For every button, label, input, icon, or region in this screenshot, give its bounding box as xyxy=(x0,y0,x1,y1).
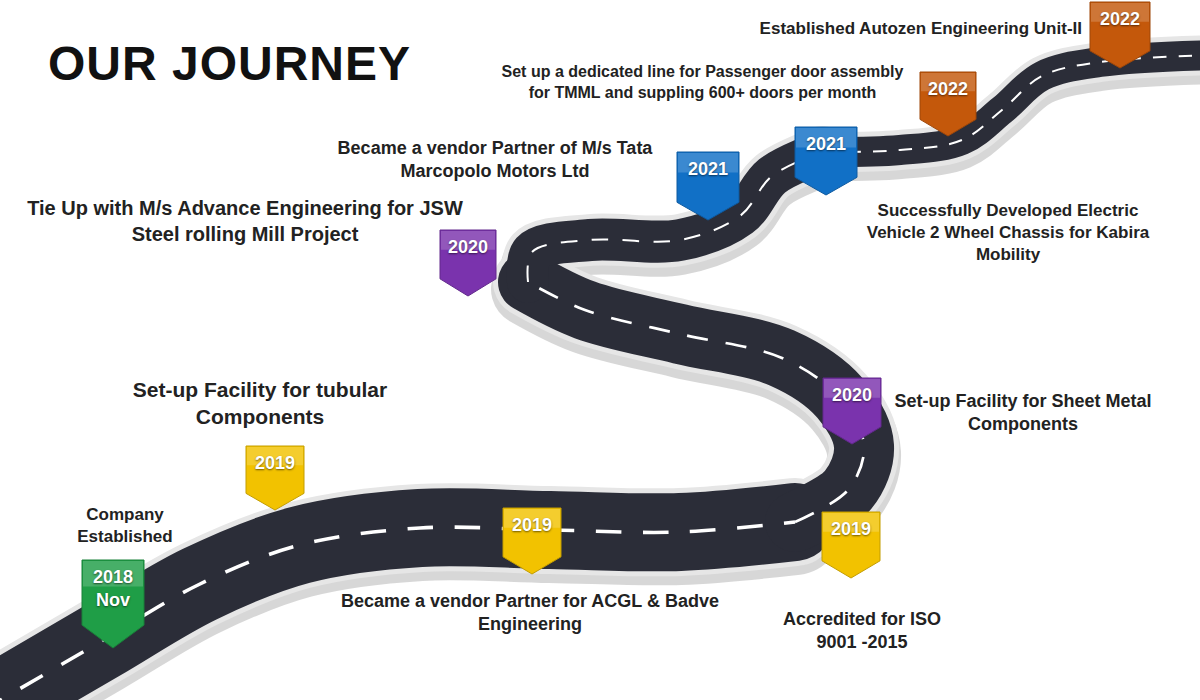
badge-pentagon xyxy=(503,508,561,574)
badge-pentagon xyxy=(246,446,304,510)
milestone-badge: 2019Set-up Facility for tubular Componen… xyxy=(246,446,304,510)
badge-pentagon xyxy=(440,230,496,296)
milestone-description: Set-up Facility for Sheet Metal Componen… xyxy=(892,390,1154,437)
road-asphalt xyxy=(528,282,864,522)
milestone-description: Became a vendor Partner for ACGL & Badve… xyxy=(335,590,725,637)
road-surface xyxy=(0,55,1200,700)
milestone-badge: 2020Tie Up with M/s Advance Engineering … xyxy=(440,230,496,296)
year-label: 2020 xyxy=(440,230,496,259)
page-title: OUR JOURNEY xyxy=(48,36,411,91)
milestone-description: Company Established xyxy=(58,504,192,548)
year-label: 2018 Nov xyxy=(82,560,144,611)
milestone-badge: 2021Became a vendor Partner of M/s Tata … xyxy=(677,152,739,220)
badge-pentagon xyxy=(822,512,880,578)
road-centre-line xyxy=(0,522,795,700)
milestone-badge: 2022Established Autozen Engineering Unit… xyxy=(1090,2,1150,68)
road-dashes xyxy=(0,55,1200,700)
milestone-description: Tie Up with M/s Advance Engineering for … xyxy=(16,195,474,247)
year-label: 2022 xyxy=(920,72,976,101)
milestone-description: Set up a dedicated line for Passenger do… xyxy=(490,62,915,104)
milestone-description: Established Autozen Engineering Unit-II xyxy=(690,18,1082,40)
milestone-description: Accredited for ISO 9001 -2015 xyxy=(762,608,962,655)
year-label: 2020 xyxy=(823,378,881,407)
milestone-badge: 2020Set-up Facility for Sheet Metal Comp… xyxy=(823,378,881,444)
milestone-badge: 2021Successfully Developed Electric Vehi… xyxy=(795,127,857,195)
year-label: 2022 xyxy=(1090,2,1150,31)
milestone-badge: 2018 NovCompany Established xyxy=(82,560,144,648)
milestone-badge: 2019Became a vendor Partner for ACGL & B… xyxy=(503,508,561,574)
badge-pentagon xyxy=(1090,2,1150,68)
road-shadow xyxy=(0,62,1200,700)
badge-pentagon xyxy=(677,152,739,220)
year-label: 2021 xyxy=(795,127,857,156)
badge-pentagon xyxy=(920,72,976,136)
milestone-badge: 2019Accredited for ISO 9001 -2015 xyxy=(822,512,880,578)
year-label: 2019 xyxy=(503,508,561,537)
milestone-description: Became a vendor Partner of M/s Tata Marc… xyxy=(316,137,674,184)
milestone-badge: 2022Set up a dedicated line for Passenge… xyxy=(920,72,976,136)
badge-pentagon xyxy=(823,378,881,444)
badge-pentagon xyxy=(795,127,857,195)
milestone-description: Set-up Facility for tubular Components xyxy=(120,376,400,431)
year-label: 2021 xyxy=(677,152,739,181)
road-curb xyxy=(0,55,1200,700)
road-curb-path xyxy=(528,282,864,522)
year-label: 2019 xyxy=(246,446,304,475)
milestone-description: Successfully Developed Electric Vehicle … xyxy=(862,200,1154,266)
road-asphalt xyxy=(0,522,795,700)
road-centre-line xyxy=(528,282,864,522)
badge-pentagon xyxy=(82,560,144,648)
road-curb-path xyxy=(0,522,795,700)
year-label: 2019 xyxy=(822,512,880,541)
